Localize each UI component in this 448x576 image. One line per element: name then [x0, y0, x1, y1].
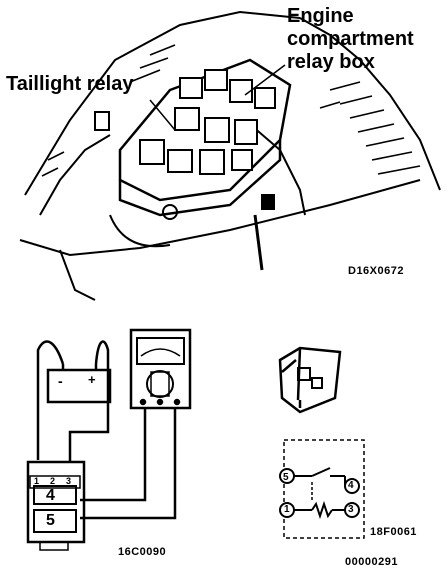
relay-component-drawing	[278, 346, 342, 414]
figure-code-18f0061: 18F0061	[370, 526, 417, 538]
multimeter	[129, 328, 192, 410]
schematic-pin-4: 4	[348, 480, 354, 491]
page-code: 00000291	[345, 556, 398, 568]
relay-test-wiring	[26, 328, 192, 551]
figure-code-16c0090: 16C0090	[118, 546, 167, 558]
relay-schematic	[283, 439, 365, 539]
schematic-pin-5: 5	[283, 472, 289, 483]
figure-code-d16x0672: D16X0672	[348, 265, 404, 277]
label-taillight-relay: Taillight relay	[6, 73, 134, 95]
label-compartment: compartment	[287, 28, 414, 50]
connector-pin-5: 5	[46, 512, 55, 529]
battery-symbol	[46, 368, 112, 404]
connector-pin-4: 4	[46, 487, 55, 504]
battery-plus-label: +	[88, 372, 96, 387]
connector-pin-2: 2	[50, 476, 56, 486]
connector-pin-1: 1	[34, 476, 40, 486]
schematic-pins: 5	[279, 468, 360, 518]
label-engine: Engine	[287, 5, 354, 27]
connector-pin-3: 3	[66, 476, 72, 486]
label-relay-box: relay box	[287, 51, 375, 73]
battery-minus-label: -	[58, 373, 63, 389]
schematic-pin-3: 3	[348, 504, 354, 515]
schematic-pin-1: 1	[284, 504, 290, 515]
engine-compartment-illustration	[19, 10, 441, 301]
